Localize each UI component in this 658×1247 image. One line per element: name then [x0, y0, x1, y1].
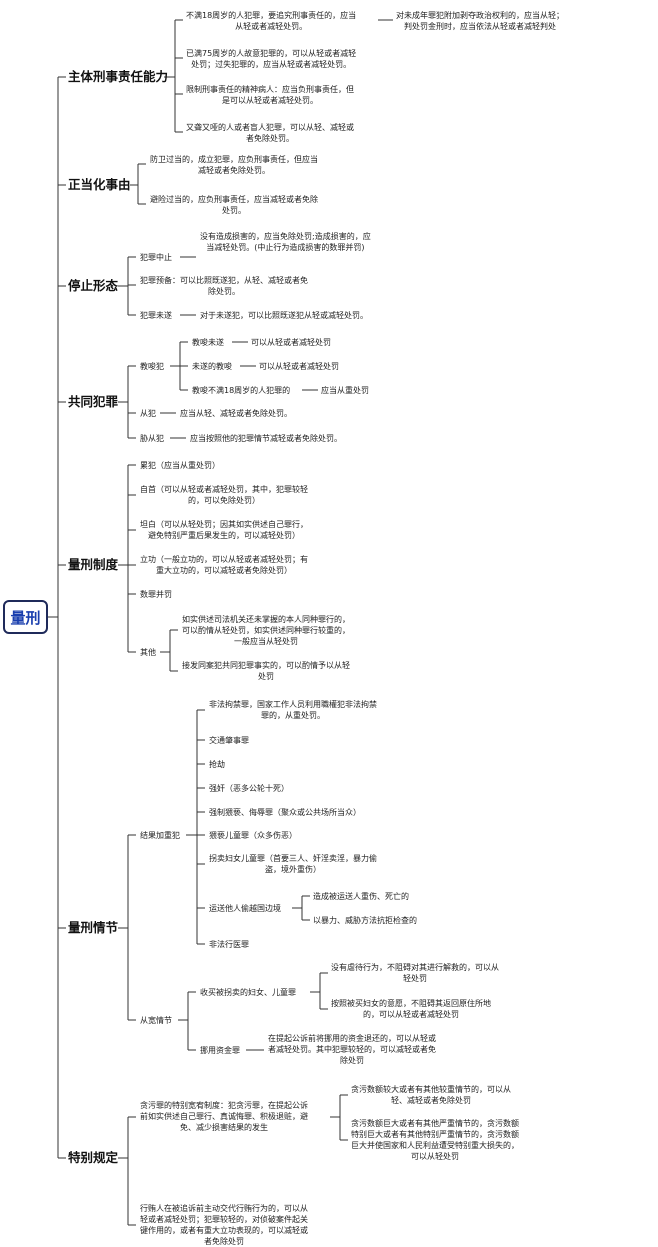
node-illegal-detention: 非法拘禁罪，国家工作人员利用職權犯非法拘禁 罪的，从重处罚。: [209, 700, 377, 720]
node-buying-trafficked: 收买被拐卖的妇女、儿童罪: [200, 988, 296, 997]
node-buying-no-abuse: 没有虐待行为，不阻碍对其进行解救的，可以从 轻处罚: [331, 963, 499, 983]
node-discontinuation: 犯罪中止: [140, 253, 172, 262]
node-lenient: 从宽情节: [140, 1016, 172, 1025]
node-attempted-instigation-detail: 可以从轻或者减轻处罚: [259, 362, 339, 371]
node-preparation: 犯罪预备：可以比照既遂犯，从轻、减轻或者免 除处罚。: [140, 276, 308, 296]
node-child-molestation: 猥亵儿童罪（众多伤恶）: [209, 831, 297, 840]
node-attempted-instigation: 未遂的教唆: [192, 362, 232, 371]
node-smuggling-injury: 造成被运送人重伤、死亡的: [313, 892, 409, 901]
node-instigation-attempt: 教唆未遂: [192, 338, 224, 347]
node-accessory-detail: 应当从轻、减轻或者免除处罚。: [180, 409, 292, 418]
node-minor-penalty: 对未成年罪犯附加剥夺政治权利的，应当从轻； 判处罚金刑时，应当依法从轻或者减轻判…: [396, 11, 564, 31]
node-elderly-offender: 已满75周岁的人故意犯罪的，可以从轻或者减轻 处罚；过失犯罪的，应当从轻或者减轻…: [186, 49, 357, 69]
branch-incomplete-crime[interactable]: 停止形态: [68, 278, 119, 293]
node-bribery-confession: 行贿人在被追诉前主动交代行贿行为的，可以从 轻或者减轻处罚；犯罪较轻的，对侦破案…: [140, 1204, 308, 1246]
branch-criminal-capacity[interactable]: 主体刑事责任能力: [68, 69, 169, 84]
branch-sentencing-system[interactable]: 量刑制度: [68, 557, 119, 572]
node-instigation-attempt-detail: 可以从轻或者减轻处罚: [251, 338, 331, 347]
node-coerced-detail: 应当按照他的犯罪情节减轻或者免除处罚。: [190, 434, 342, 443]
node-minor-offender: 不满18周岁的人犯罪，要追究刑事责任的，应当 从轻或者减轻处罚。: [186, 11, 357, 31]
node-limited-mental: 限制刑事责任的精神病人：应当负刑事责任，但 是可以从轻或者减轻处罚。: [186, 85, 354, 105]
node-corruption-huge: 贪污数额巨大或者有其他严重情节的，贪污数额 特别巨大或者有其他特别严重情节的，贪…: [351, 1119, 519, 1161]
node-multiple-crimes: 数罪并罚: [140, 590, 172, 599]
node-other-confession: 如实供述司法机关还未掌握的本人同种罪行的， 可以酌情从轻处罚，如实供述同种罪行较…: [182, 615, 350, 646]
branch-sentencing-circumstances[interactable]: 量刑情节: [68, 920, 119, 935]
node-other-report: 接发同案犯共同犯罪事实的，可以酌情予以从轻 处罚: [182, 661, 350, 681]
root-node[interactable]: 量刑: [3, 600, 48, 634]
node-robbery: 抢劫: [209, 760, 225, 769]
node-deaf-blind: 又聋又哑的人或者盲人犯罪，可以从轻、减轻或 者免除处罚。: [186, 123, 354, 143]
node-accessory: 从犯: [140, 409, 156, 418]
node-other: 其他: [140, 648, 156, 657]
branch-justification[interactable]: 正当化事由: [68, 177, 131, 192]
branch-special-provisions[interactable]: 特别规定: [68, 1150, 119, 1165]
node-instigating-minor-detail: 应当从重处罚: [321, 386, 369, 395]
node-instigating-minor: 教唆不满18周岁的人犯罪的: [192, 386, 291, 395]
node-excessive-defense: 防卫过当的，成立犯罪，应负刑事责任，但应当 减轻或者免除处罚。: [150, 155, 318, 175]
node-discontinuation-detail: 没有造成损害的，应当免除处罚;造成损害的，应 当减轻处罚。(中止行为造成损害的数…: [200, 232, 371, 252]
node-attempt-detail: 对于未遂犯，可以比照既遂犯从轻或减轻处罚。: [200, 311, 368, 320]
node-confession: 坦白（可以从轻处罚；因其如实供述自己罪行， 避免特别严重后果发生的，可以减轻处罚…: [140, 520, 308, 540]
node-illegal-medical: 非法行医罪: [209, 940, 249, 949]
node-aggravated-result: 结果加重犯: [140, 831, 180, 840]
node-smuggling-violence: 以暴力、威胁方法抗拒检查的: [313, 916, 417, 925]
node-excessive-necessity: 避险过当的，应负刑事责任，应当减轻或者免除 处罚。: [150, 195, 318, 215]
node-traffic-accident: 交通肇事罪: [209, 736, 249, 745]
node-surrender: 自首（可以从轻或者减轻处罚，其中，犯罪较轻 的，可以免除处罚）: [140, 485, 308, 505]
root-label: 量刑: [10, 608, 41, 627]
node-embezzle-funds: 挪用资金罪: [200, 1046, 240, 1055]
node-attempt: 犯罪未遂: [140, 311, 172, 320]
node-forced-indecency: 强制猥亵、侮辱罪（聚众或公共场所当众）: [209, 808, 361, 817]
node-buying-return: 按照被买妇女的意愿，不阻碍其返回原住所地 的，可以从轻或者减轻处罚: [331, 999, 491, 1019]
node-coerced: 胁从犯: [140, 434, 164, 443]
node-instigator: 教唆犯: [140, 362, 164, 371]
node-corruption-large: 贪污数额较大或者有其他较重情节的，可以从 轻、减轻或者免除处罚: [351, 1085, 511, 1105]
node-rape: 强奸（恶多公轮十死）: [209, 784, 289, 793]
node-recidivist: 累犯（应当从重处罚）: [140, 461, 220, 470]
node-embezzle-funds-detail: 在提起公诉前将挪用的资金退还的，可以从轻或 者减轻处罚。其中犯罪较轻的，可以减轻…: [268, 1034, 436, 1065]
node-smuggling-people: 运送他人偷越国边境: [209, 904, 281, 913]
branch-joint-crime[interactable]: 共同犯罪: [68, 394, 119, 409]
node-meritorious: 立功（一般立功的，可以从轻或者减轻处罚；有 重大立功的，可以减轻或者免除处罚）: [140, 555, 308, 575]
node-corruption-leniency: 贪污罪的特别宽宥制度：犯贪污罪，在提起公诉 前如实供述自己罪行、真诚悔罪、积极退…: [140, 1101, 308, 1132]
node-trafficking: 拐卖妇女儿童罪（首要三人、奸淫卖淫，暴力偷 盗，境外重伤）: [209, 854, 377, 874]
